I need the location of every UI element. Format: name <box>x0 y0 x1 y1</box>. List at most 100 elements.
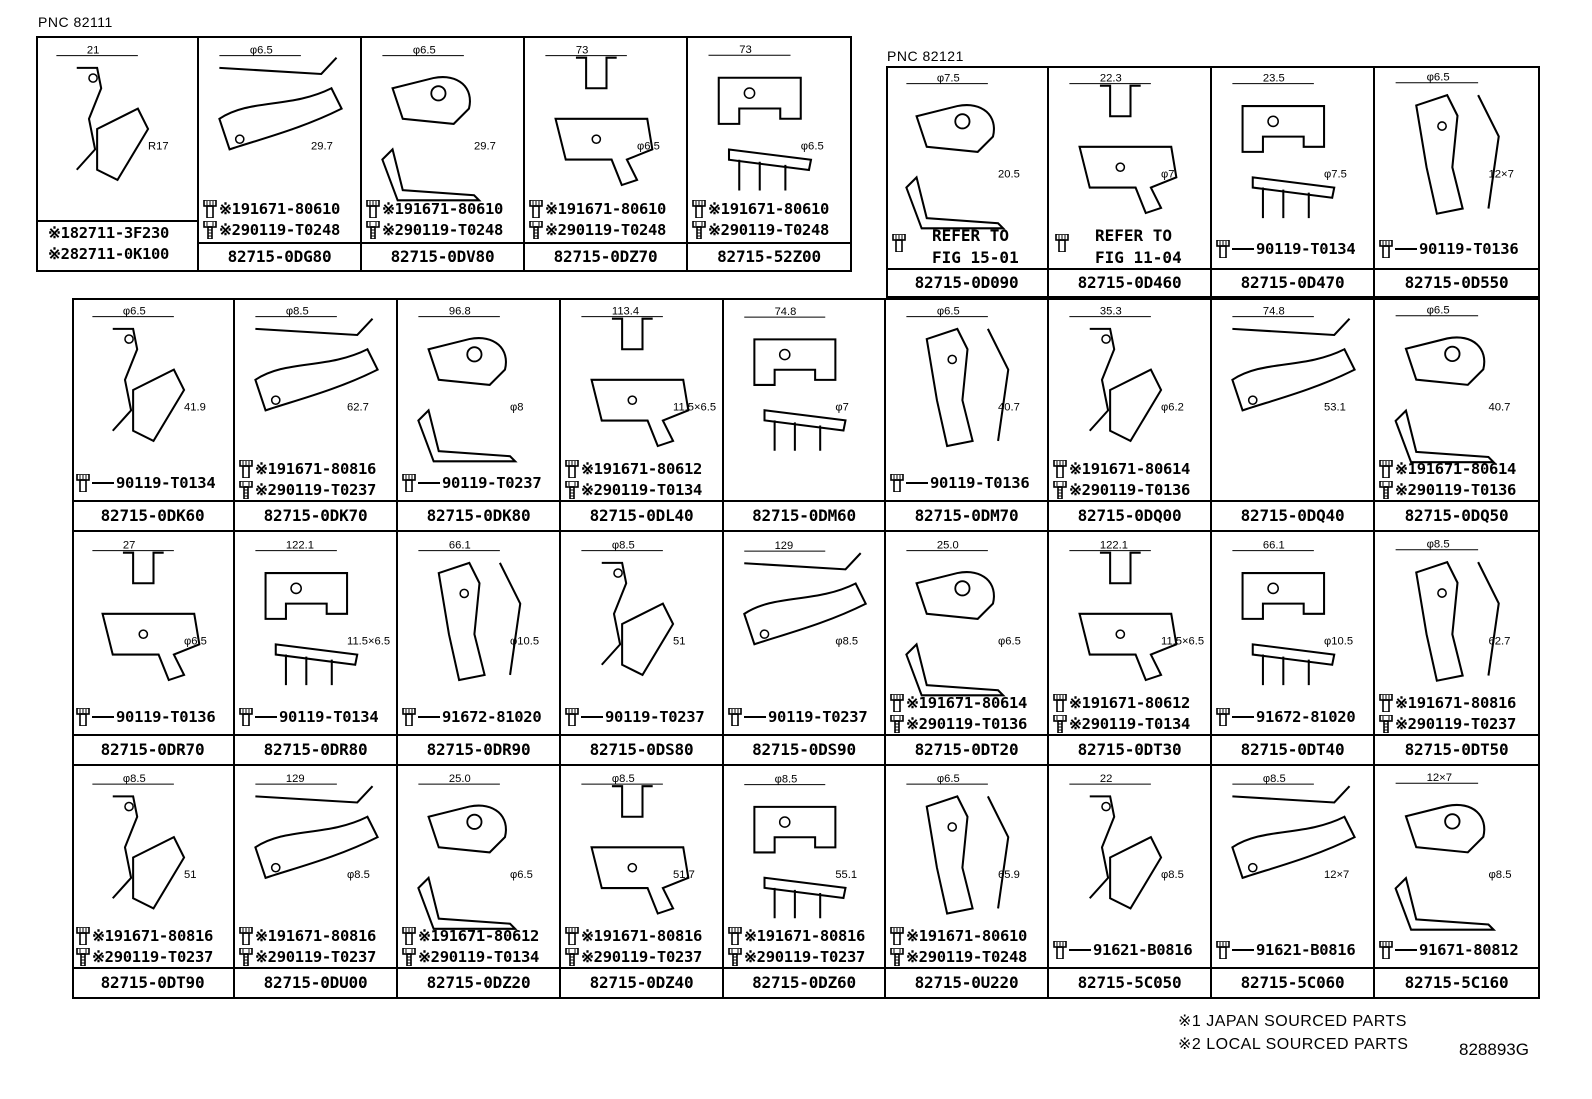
part-number[interactable]: 82715-0DT40 <box>1212 734 1373 764</box>
fastener-label: 91621-B0816 <box>1216 941 1356 959</box>
part-number[interactable]: 82715-0DQ00 <box>1049 500 1210 530</box>
part-number[interactable]: 82715-0DT50 <box>1375 734 1538 764</box>
part-number[interactable]: 82715-0DV80 <box>362 242 523 270</box>
part-number[interactable]: 82715-0DU00 <box>235 967 396 997</box>
part-number[interactable]: 82715-0DS80 <box>561 734 722 764</box>
part-number[interactable]: 82715-0DZ60 <box>724 967 884 997</box>
part-number[interactable]: 82715-0DR70 <box>72 734 233 764</box>
part-number[interactable]: 82715-0DL40 <box>561 500 722 530</box>
fastener-number: ※191671-80610 <box>708 200 830 218</box>
part-number[interactable]: 82715-52Z00 <box>688 242 850 270</box>
part-number[interactable]: 82715-0DG80 <box>199 242 360 270</box>
part-number[interactable]: 82715-0DZ20 <box>398 967 559 997</box>
part-number[interactable]: 82715-5C050 <box>1049 967 1210 997</box>
svg-text:φ6.5: φ6.5 <box>123 306 146 318</box>
bolt-icon <box>892 234 908 253</box>
svg-text:φ6.5: φ6.5 <box>937 773 960 785</box>
fastener-number: ※191671-80614 <box>1395 460 1517 478</box>
part-number[interactable]: 82715-0DZ70 <box>525 242 686 270</box>
part-number[interactable]: 82715-0DR80 <box>235 734 396 764</box>
bracket-drawing: φ7.5 20.5 <box>905 73 1020 230</box>
fastener-label: ※290119-T0237 <box>239 948 376 966</box>
bracket-drawing: 96.8 φ8 <box>417 306 524 463</box>
part-number[interactable]: 82715-0D460 <box>1049 268 1210 296</box>
fastener-number: 91621-B0816 <box>1256 941 1356 959</box>
part-number[interactable]: 82715-0D090 <box>886 268 1047 296</box>
svg-text:23.5: 23.5 <box>1263 73 1285 85</box>
fastener-label: ※191671-80614 <box>890 694 1027 712</box>
part-cell[interactable]: φ6.5 29.7 ※191671-80610 ※290119-T0248 8271… <box>362 36 525 272</box>
part-number[interactable]: 82715-0DT90 <box>72 967 233 997</box>
bracket-drawing: 66.1 φ10.5 <box>1232 540 1353 686</box>
svg-text:113.4: 113.4 <box>612 306 639 318</box>
part-number[interactable]: 82715-0DK60 <box>72 500 233 530</box>
part-number[interactable]: 82715-0DT30 <box>1049 734 1210 764</box>
fastener-label: 90119-T0136 <box>890 474 1030 492</box>
part-number[interactable]: 82715-0D470 <box>1212 268 1373 296</box>
svg-text:41.9: 41.9 <box>184 401 206 413</box>
fastener-label: ※191671-80610 <box>366 200 503 218</box>
part-number[interactable]: 82715-0DZ40 <box>561 967 722 997</box>
part-number[interactable]: 82715-0DQ50 <box>1375 500 1538 530</box>
part-cell[interactable]: 122.1 11.5×6.5 ※191671-80612※290119-T013… <box>1049 532 1212 766</box>
part-number[interactable]: 82715-0DK80 <box>398 500 559 530</box>
part-number[interactable]: 82715-0DS90 <box>724 734 884 764</box>
bracket-drawing: φ6.5 12×7 <box>1395 72 1514 215</box>
part-number[interactable]: 82715-0DK70 <box>235 500 396 530</box>
bracket-drawing: φ6.5 29.7 <box>381 45 496 202</box>
part-number[interactable]: 82715-0D550 <box>1375 268 1538 296</box>
part-cell[interactable]: 74.8 53.1 82715-0DQ40 <box>1212 298 1375 532</box>
fastener-label: ※191671-80816 <box>728 927 865 945</box>
part-number[interactable]: 82715-0DM60 <box>724 500 884 530</box>
bracket-drawing: 27 φ6.5 <box>92 540 207 682</box>
part-number[interactable]: 82715-0U220 <box>886 967 1047 997</box>
svg-text:129: 129 <box>286 773 305 785</box>
svg-text:62.7: 62.7 <box>1488 636 1510 648</box>
part-cell[interactable]: 21 R17 ※182711-3F230※282711-0K100 <box>36 36 199 272</box>
part-number[interactable]: 82715-5C060 <box>1212 967 1373 997</box>
fastener-number: 90119-T0134 <box>1256 240 1356 258</box>
svg-text:φ8.5: φ8.5 <box>1488 869 1511 881</box>
part-number[interactable]: 82715-5C160 <box>1375 967 1538 997</box>
part-cell[interactable]: 113.4 11.5×6.5 ※191671-80612※290119-T013… <box>561 298 724 532</box>
fastener-label: ※290119-T0248 <box>692 221 829 239</box>
fastener-number: ※191671-80816 <box>1395 694 1517 712</box>
fastener-number: ※290119-T0248 <box>382 221 504 239</box>
part-number[interactable]: 82715-0DM70 <box>886 500 1047 530</box>
part-number[interactable]: 82715-0DT20 <box>886 734 1047 764</box>
part-number[interactable]: 82715-0DQ40 <box>1212 500 1373 530</box>
part-cell[interactable]: 74.8 φ7 82715-0DM60 <box>724 298 886 532</box>
bracket-drawing: 25.0 φ6.5 <box>905 540 1021 697</box>
part-number[interactable]: 82715-0DR90 <box>398 734 559 764</box>
